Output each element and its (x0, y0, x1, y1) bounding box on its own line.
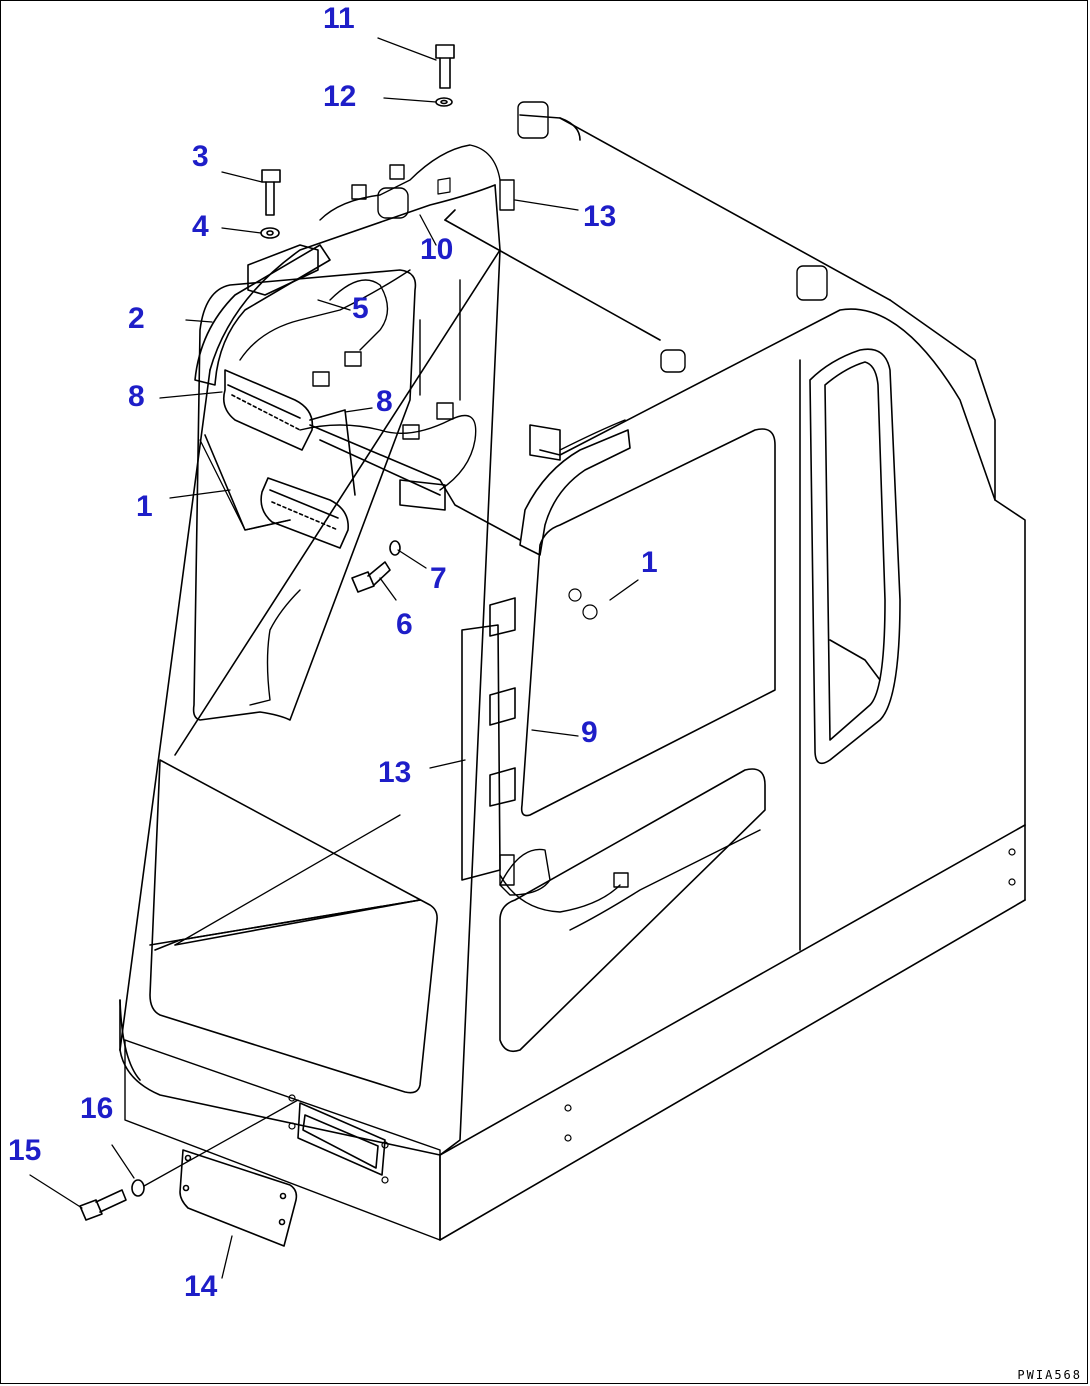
callout-10: 10 (420, 233, 454, 266)
small-fasteners (288, 177, 1016, 1184)
callout-7: 7 (430, 562, 447, 595)
work-lamp-upper (222, 369, 314, 451)
callout-8-right: 8 (376, 385, 393, 418)
front-windows (149, 249, 501, 1094)
right-lamp-bracket (519, 424, 631, 556)
callout-3: 3 (192, 140, 209, 173)
wiring-harness (239, 144, 761, 931)
callout-8-left: 8 (128, 380, 145, 413)
bolt-3-washer-4 (260, 169, 281, 239)
bolt-11-washer-12 (435, 44, 455, 107)
hinge-strip (461, 597, 516, 881)
front-handrail (194, 244, 331, 386)
callout-12: 12 (323, 80, 357, 113)
callout-13-mid: 13 (378, 756, 412, 789)
callout-1-left: 1 (136, 490, 153, 523)
leader-lines (29, 37, 639, 1279)
drawing-code: PWIA568 (1017, 1368, 1082, 1382)
cover-plate-assembly (79, 1102, 386, 1247)
callout-13-top: 13 (583, 200, 617, 233)
callout-15: 15 (8, 1134, 42, 1167)
work-lamp-lower (260, 477, 349, 549)
callout-16: 16 (80, 1092, 114, 1125)
side-windows (499, 348, 901, 1053)
callout-14: 14 (184, 1270, 218, 1303)
cab-body (119, 114, 1026, 1241)
lamp-bracket (204, 409, 521, 541)
callout-2: 2 (128, 302, 145, 335)
callout-11: 11 (323, 2, 355, 35)
callout-9: 9 (581, 716, 598, 749)
callout-1-right: 1 (641, 546, 658, 579)
connectors (312, 101, 828, 896)
bolt-6-washer-7 (351, 540, 401, 593)
callout-4: 4 (192, 210, 209, 243)
callout-5: 5 (352, 292, 369, 325)
callout-6: 6 (396, 608, 413, 641)
